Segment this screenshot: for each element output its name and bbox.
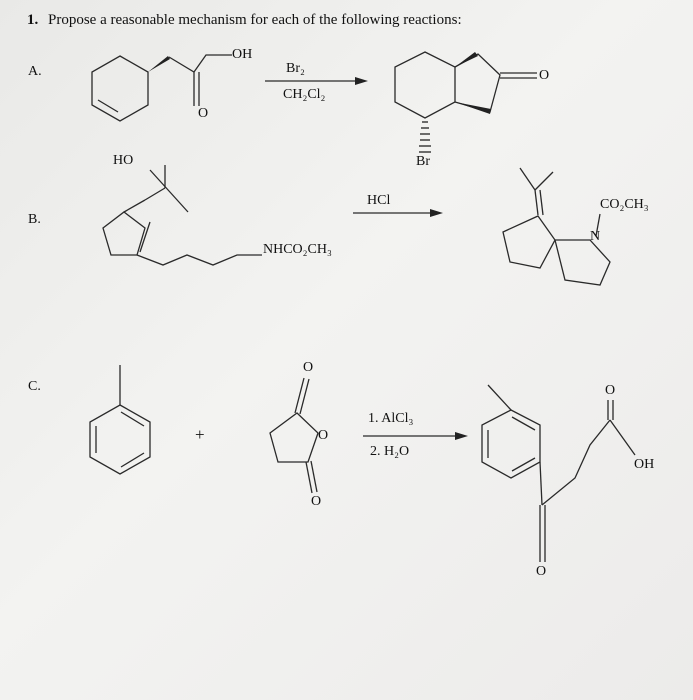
reaction-b-product-ester: CO₂CH₃ [600, 197, 649, 212]
reaction-b-carbamate: NHCO₂CH₃ [263, 242, 332, 257]
reaction-c-product [481, 384, 636, 562]
reaction-b-product-n: N [590, 229, 601, 244]
reaction-a-reactant [91, 54, 232, 122]
reaction-b-arrow [353, 209, 443, 217]
plus-sign: + [195, 425, 205, 444]
reaction-a-reagent-bottom: CH₂Cl₂ [283, 87, 326, 102]
reaction-a-product-o: O [539, 68, 550, 83]
reaction-a-oh: OH [232, 47, 253, 62]
question-text: Propose a reasonable mechanism for each … [48, 12, 462, 28]
reaction-a-product [394, 51, 537, 153]
reaction-c-product-oh: OH [634, 457, 655, 472]
reaction-c-anhydride-o-top: O [303, 360, 314, 375]
reaction-a-label: A. [28, 64, 42, 79]
question-number: 1. [27, 12, 39, 28]
reaction-b-product [502, 167, 611, 286]
reaction-c-product-ketone-o: O [536, 564, 547, 579]
reaction-c-anhydride-o-ring: O [318, 428, 329, 443]
reaction-c-product-acid-o: O [605, 383, 616, 398]
reaction-c-reagent-1: 1. AlCl₃ [368, 411, 414, 426]
reaction-c-label: C. [28, 379, 41, 394]
reaction-b-reactant [102, 165, 262, 266]
reaction-a-arrow [265, 77, 368, 85]
reaction-c-succinic-anhydride [269, 377, 319, 494]
reaction-c-arrow [363, 432, 468, 440]
reaction-c-toluene [89, 365, 151, 475]
reaction-b-reagent: HCl [367, 193, 391, 208]
reaction-b-ho: HO [113, 153, 134, 168]
reaction-a-product-br: Br [416, 154, 430, 169]
reaction-c-reagent-2: 2. H₂O [370, 444, 410, 459]
reaction-a-carbonyl-o: O [198, 106, 209, 121]
reaction-a-reagent-top: Br₂ [286, 61, 305, 76]
reaction-c-anhydride-o-bottom: O [311, 494, 322, 509]
reaction-b-label: B. [28, 212, 41, 227]
